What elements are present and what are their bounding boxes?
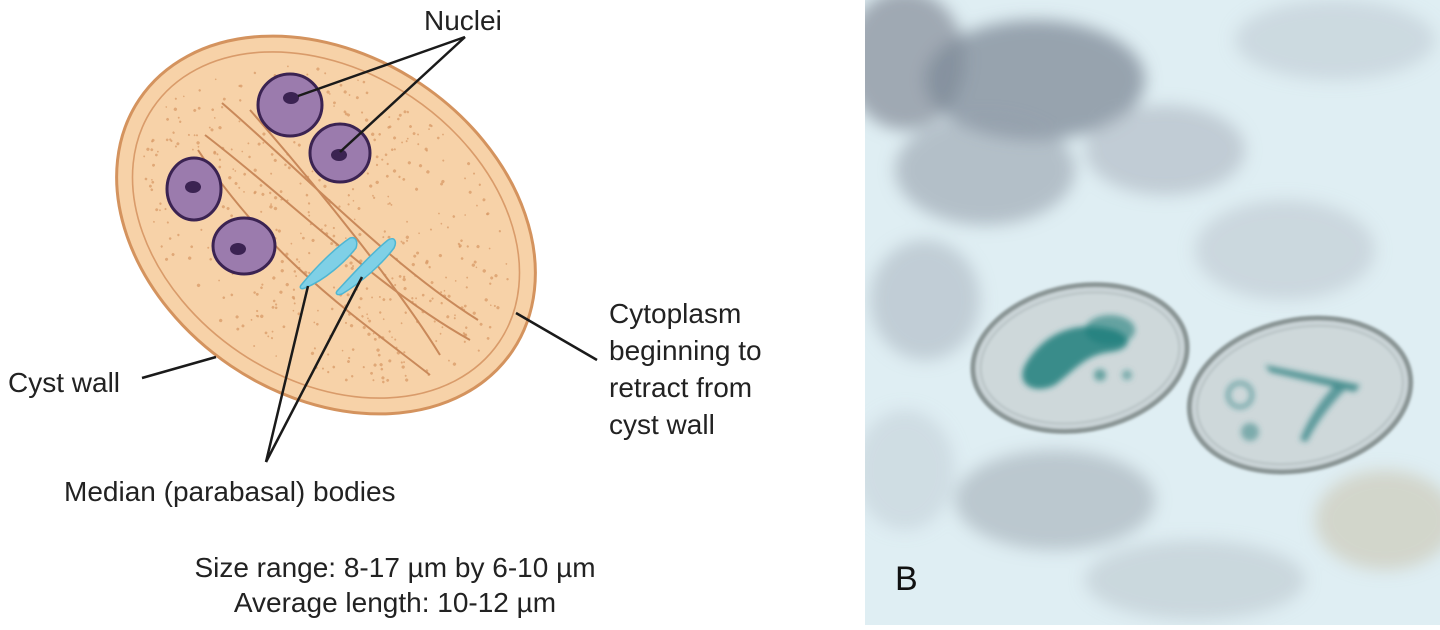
label-median-bodies: Median (parabasal) bodies [64, 476, 396, 507]
cyst-right-stain [1226, 365, 1360, 442]
caption-average-length: Average length: 10-12 µm [233, 587, 557, 618]
leader-line-nuclei-2 [339, 36, 466, 153]
nucleus [256, 72, 324, 138]
leader-line-median-1 [264, 285, 310, 463]
leader-line-cytoplasm [515, 311, 598, 362]
stool-debris [865, 0, 1440, 620]
size-caption: Size range: 8-17 µm by 6-10 µm Average l… [95, 550, 695, 620]
label-nuclei: Nuclei [424, 5, 502, 36]
label-cytoplasm: Cytoplasm beginning to retract from cyst… [609, 295, 762, 443]
cyst-diagram: Nuclei Cyst wall Cytoplasm beginning to … [8, 5, 762, 620]
leader-line-median-2 [264, 276, 364, 463]
nuclei [165, 72, 372, 276]
label-cyst-wall: Cyst wall [8, 367, 121, 398]
panel-letter-b: B [895, 560, 918, 598]
label-cytoplasm-line: beginning to [609, 335, 762, 366]
label-cytoplasm-line: retract from [609, 372, 753, 403]
cytoplasm-granules [143, 65, 509, 384]
label-cytoplasm-line: Cytoplasm [609, 298, 742, 329]
cyst-right [1186, 315, 1414, 475]
caption-size-range: Size range: 8-17 µm by 6-10 µm [194, 552, 596, 583]
micrograph-panel: B [865, 0, 1440, 625]
leader-line-cyst-wall [141, 355, 217, 380]
label-cytoplasm-line: cyst wall [609, 409, 715, 440]
cyst-left-stain [1022, 315, 1135, 389]
cyst-illustration [115, 34, 598, 463]
leader-lines [141, 35, 598, 463]
micrograph-image [865, 0, 1440, 625]
cyst-inner-membrane [131, 51, 521, 399]
median-bodies [299, 236, 397, 296]
leader-line-nuclei-1 [297, 35, 466, 98]
